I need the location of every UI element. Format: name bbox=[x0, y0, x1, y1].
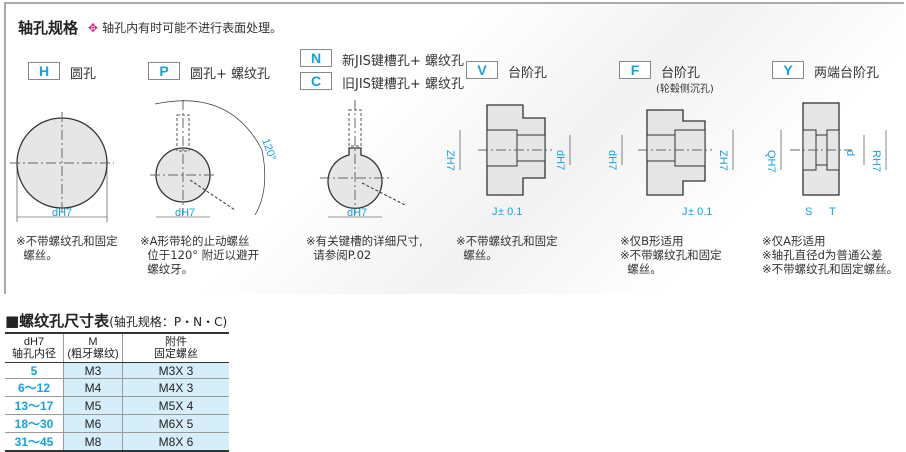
diagram-v: ZH7 dH7 J ± 0.1 bbox=[444, 104, 571, 218]
notes-y: ※仅A形适用 ※轴孔直径d为普通公差 ※不带螺纹孔和固定螺丝。 bbox=[762, 234, 899, 276]
type-badge-h: H bbox=[28, 62, 60, 80]
dim-zh7-f: ZH7 bbox=[717, 150, 729, 171]
dim-dh7-nc: dH7 bbox=[347, 207, 367, 219]
dim-j-f: J bbox=[682, 206, 688, 218]
diagram-h: dH7 bbox=[10, 112, 114, 222]
diagram-f: dH7 ZH7 J ± 0.1 bbox=[606, 109, 734, 218]
dim-dh7-v: dH7 bbox=[554, 150, 566, 170]
dim-rh7: RH7 bbox=[870, 150, 882, 172]
type-badge-p: P bbox=[148, 62, 180, 80]
diagram-y: QH7 d RH7 S T bbox=[765, 102, 887, 218]
table-title: ■螺纹孔尺寸表(轴孔规格：P・N・C) bbox=[5, 312, 228, 330]
notes-p: ※A形带轮的止动螺丝 位于120° 附近以避开 螺纹牙。 bbox=[140, 234, 260, 276]
type-badge-v: V bbox=[466, 61, 498, 79]
diamond-cross-icon: ✥ bbox=[88, 21, 99, 35]
dim-tol-f: ± 0.1 bbox=[688, 206, 712, 218]
bore-diagrams: dH7 120° dH7 dH7 ZH7 dH7 J ± 0.1 dH7 ZH7… bbox=[10, 100, 887, 222]
type-sublabel-f: (轮毂侧沉孔) bbox=[656, 84, 714, 95]
dim-tol-v: ± 0.1 bbox=[498, 206, 522, 218]
dim-t: T bbox=[829, 206, 836, 218]
diagram-p: 120° dH7 bbox=[150, 100, 278, 219]
type-label-v: 台阶孔 bbox=[508, 66, 548, 81]
diagram-nc: dH7 bbox=[320, 100, 406, 219]
type-badge-f: F bbox=[619, 61, 651, 79]
type-label-h: 圆孔 bbox=[70, 67, 97, 82]
header-note: ✥轴孔内有时可能不进行表面处理。 bbox=[88, 21, 283, 35]
notes-v: ※不带螺纹孔和固定 螺丝。 bbox=[456, 234, 558, 262]
dim-dh7-f: dH7 bbox=[606, 150, 618, 170]
type-label-n: 新JIS键槽孔+ 螺纹孔 bbox=[342, 54, 464, 69]
type-label-y: 两端台阶孔 bbox=[814, 66, 880, 81]
type-label-f: 台阶孔 bbox=[661, 66, 701, 81]
shaft-bore-panel bbox=[4, 2, 904, 294]
dim-qh7: QH7 bbox=[765, 150, 777, 173]
notes-nc: ※有关键槽的详细尺寸, 请参阅P.02 bbox=[306, 234, 423, 262]
type-badge-c: C bbox=[300, 72, 332, 90]
dim-zh7-v: ZH7 bbox=[444, 150, 456, 171]
type-label-p: 圆孔+ 螺纹孔 bbox=[190, 67, 271, 82]
type-label-c: 旧JIS键槽孔+ 螺纹孔 bbox=[342, 77, 464, 92]
dim-d: d bbox=[844, 150, 856, 156]
type-badge-n: N bbox=[300, 49, 332, 67]
type-badge-y: Y bbox=[772, 61, 804, 79]
notes-h: ※不带螺纹孔和固定 螺丝。 bbox=[16, 234, 118, 262]
dim-dh7: dH7 bbox=[52, 207, 72, 219]
section-title: 轴孔规格 bbox=[18, 19, 79, 37]
dim-s: S bbox=[805, 206, 812, 218]
dim-j-v: J bbox=[492, 206, 498, 218]
notes-f: ※仅B形适用 ※不带螺纹孔和固定 螺丝。 bbox=[620, 234, 722, 276]
dim-dh7-p: dH7 bbox=[175, 207, 195, 219]
